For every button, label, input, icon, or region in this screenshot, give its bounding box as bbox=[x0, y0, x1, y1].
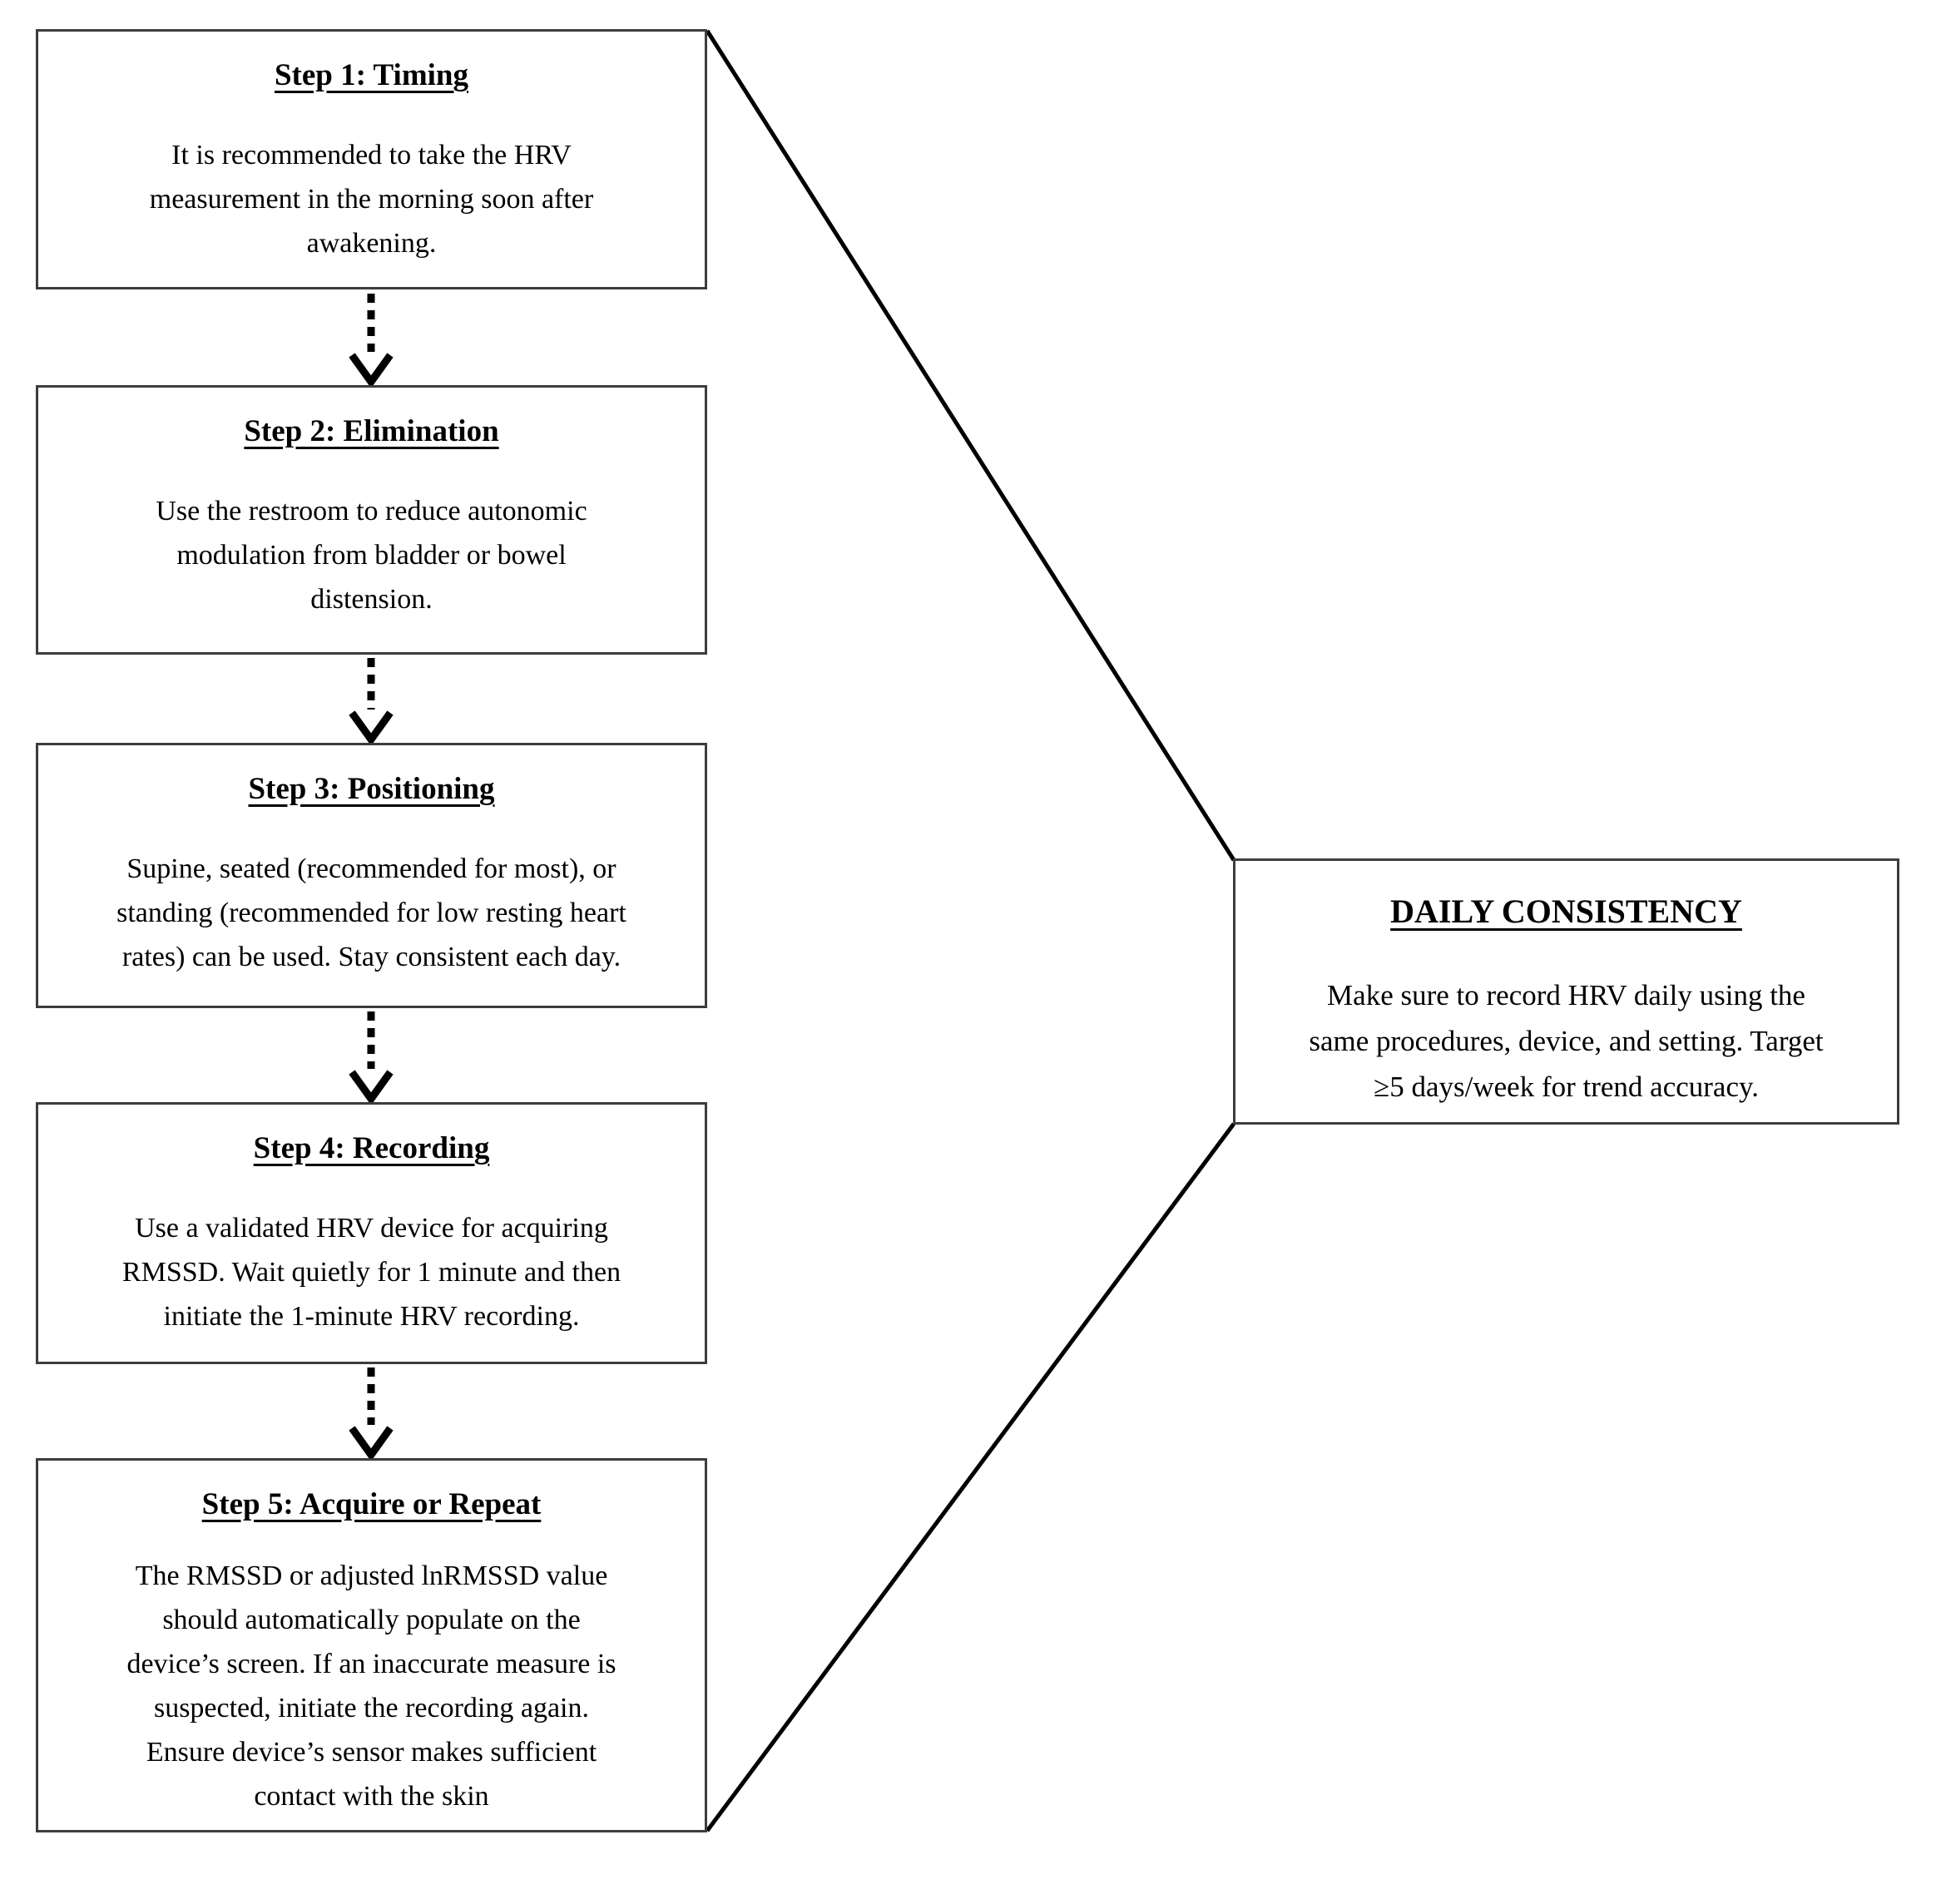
line-step1-to-daily-consistency bbox=[705, 29, 1236, 862]
step-1-body: It is recommended to take the HRV measur… bbox=[149, 140, 594, 259]
arrowhead-down-icon bbox=[349, 1070, 394, 1105]
line-step5-to-daily-consistency bbox=[705, 1122, 1236, 1832]
dashed-arrow-step3-step4 bbox=[349, 1011, 394, 1105]
step-5-body: The RMSSD or adjusted lnRMSSD value shou… bbox=[126, 1560, 616, 1812]
step-1-box: Step 1: Timing It is recommended to take… bbox=[36, 29, 707, 289]
step-5-box: Step 5: Acquire or Repeat The RMSSD or a… bbox=[36, 1458, 707, 1832]
step-3-title: Step 3: Positioning bbox=[248, 772, 495, 806]
arrowhead-down-icon bbox=[349, 710, 394, 746]
step-4-body: Use a validated HRV device for acquiring… bbox=[121, 1213, 621, 1332]
step-2-title: Step 2: Elimination bbox=[244, 414, 499, 448]
step-4-title: Step 4: Recording bbox=[253, 1131, 490, 1165]
daily-consistency-title: DAILY CONSISTENCY bbox=[1390, 893, 1742, 930]
dashed-arrow-step1-step2 bbox=[349, 294, 394, 388]
step-1-title: Step 1: Timing bbox=[274, 58, 469, 92]
step-2-box: Step 2: Elimination Use the restroom to … bbox=[36, 385, 707, 655]
step-3-body: Supine, seated (recommended for most), o… bbox=[116, 853, 626, 972]
arrowhead-down-icon bbox=[349, 1426, 394, 1461]
arrowhead-down-icon bbox=[349, 353, 394, 388]
step-2-body: Use the restroom to reduce autonomic mod… bbox=[156, 496, 587, 615]
dashed-arrow-step2-step3 bbox=[349, 658, 394, 746]
step-5-title: Step 5: Acquire or Repeat bbox=[201, 1487, 542, 1521]
daily-consistency-box: DAILY CONSISTENCY Make sure to record HR… bbox=[1233, 858, 1899, 1125]
dashed-arrow-step4-step5 bbox=[349, 1367, 394, 1461]
daily-consistency-body: Make sure to record HRV daily using the … bbox=[1309, 979, 1824, 1103]
step-3-box: Step 3: Positioning Supine, seated (reco… bbox=[36, 743, 707, 1008]
step-4-box: Step 4: Recording Use a validated HRV de… bbox=[36, 1102, 707, 1364]
